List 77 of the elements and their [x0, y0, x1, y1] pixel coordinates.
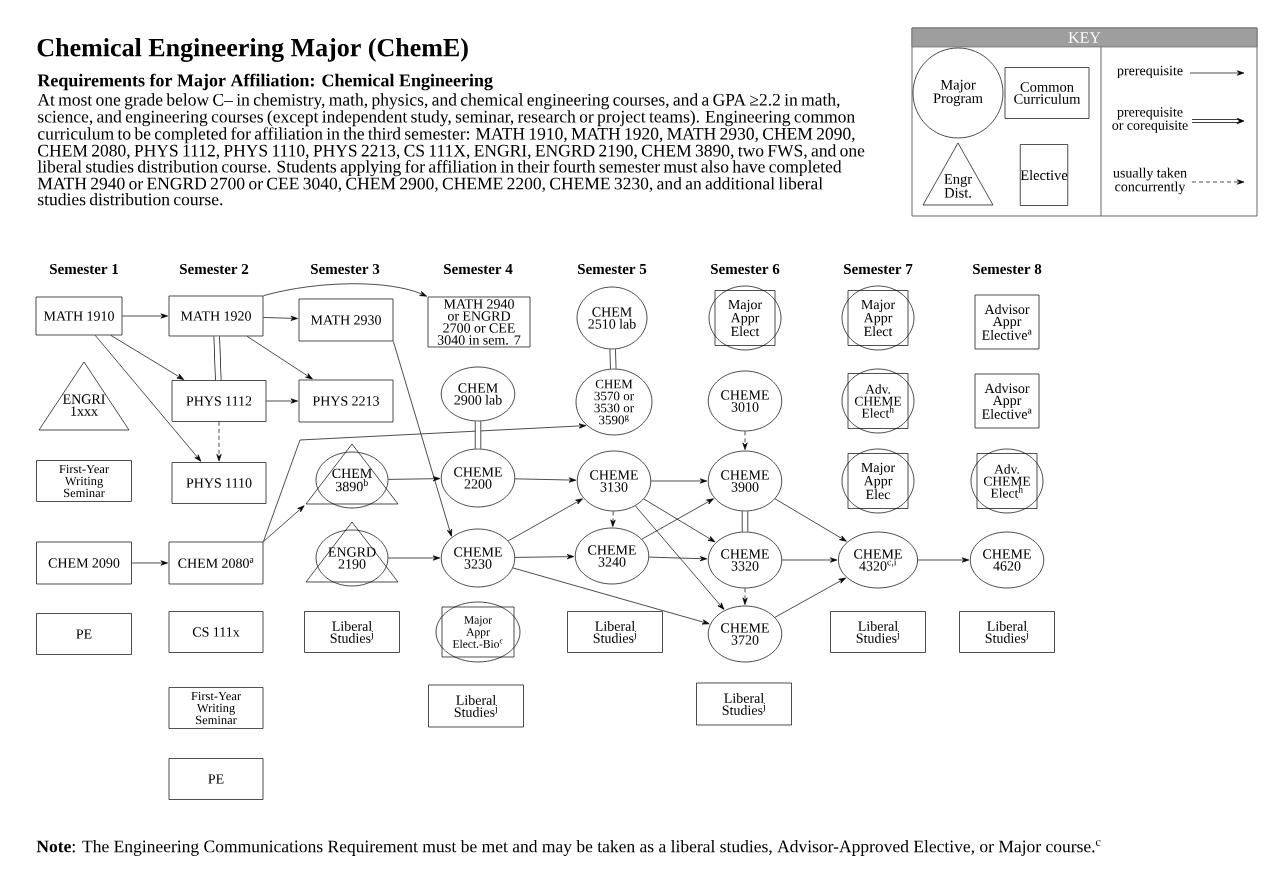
ellipse-in-box: Major Appr Elec — [841, 448, 915, 514]
arrow — [122, 313, 168, 319]
course-box: First-Year Writing Seminar — [36, 460, 132, 502]
arrow — [263, 315, 298, 321]
arrow — [741, 511, 749, 532]
course-box: Liberal Studies$^{j}$ — [830, 611, 926, 653]
legend-item: prerequisite or corequisite — [1112, 107, 1245, 133]
course-box: MATH 2930 — [298, 298, 394, 342]
title: Chemical Engineering Major (ChemE) — [37, 38, 468, 62]
ellipse-in-box: Major Appr Elect — [841, 285, 915, 351]
arrow — [917, 557, 970, 563]
arrow — [263, 505, 305, 542]
arrow — [94, 335, 202, 462]
course-box: Advisor Appr Elective$^{a}$ — [974, 373, 1040, 429]
arrow — [393, 341, 453, 537]
ellipse-in-box: Adv. CHEME Elect$^{h}$ — [841, 368, 915, 434]
course-box: PE — [168, 758, 264, 800]
key-header: KEY — [911, 27, 1258, 48]
arrow — [742, 588, 748, 605]
arrow — [266, 398, 298, 404]
ellipse-in-triangle: CHEM 3890$^{b}$ — [305, 443, 399, 509]
arrow — [512, 567, 710, 625]
semester-heading: Semester 1 — [50, 263, 118, 275]
arrow — [781, 557, 838, 563]
subtitle: Requirements for Major Affiliation: Chemical Engineering — [37, 73, 493, 91]
course-box: CHEM 2080$^{a}$ — [168, 541, 264, 585]
semester-heading: Semester 2 — [180, 263, 249, 275]
course-box: PHYS 2213 — [298, 379, 394, 423]
arrow — [110, 335, 185, 380]
course-box: MATH 1910 — [35, 296, 123, 336]
course-box: Advisor Appr Elective$^{a}$ — [974, 294, 1040, 350]
course-box: MATH 2940 or ENGRD 2700 or CEE 3040 in sem. 7 — [427, 296, 531, 348]
arrow — [650, 478, 708, 484]
arrow — [648, 556, 708, 562]
legend-box: Elective — [1019, 144, 1069, 206]
legend-triangle: Engr Dist. — [922, 142, 994, 206]
legend-item: usually taken concurrently — [1113, 167, 1245, 195]
arrow — [774, 577, 846, 618]
course-box: CHEM 2090 — [36, 541, 132, 585]
arrow — [216, 421, 222, 462]
semester-heading: Semester 4 — [444, 263, 513, 275]
ellipse-in-box: Adv. CHEME Elect$^{h}$ — [970, 448, 1044, 514]
course-box: Liberal Studies$^{j}$ — [567, 611, 663, 653]
semester-heading: Semester 3 — [311, 263, 380, 275]
arrow — [610, 511, 616, 527]
arrow — [263, 283, 427, 297]
arrow — [609, 349, 617, 369]
arrow — [634, 505, 725, 610]
ellipse-in-box: Major Appr Elect.-Bio$^{c}$ — [435, 601, 521, 663]
legend-box: Common Curriculum — [1004, 67, 1090, 119]
legend-item: prerequisite — [1117, 65, 1245, 79]
course-box: Liberal Studies$^{j}$ — [696, 682, 792, 726]
arrow — [742, 431, 748, 450]
course-box: Liberal Studies$^{j}$ — [959, 611, 1055, 653]
course-box: First-Year Writing Seminar — [168, 687, 264, 729]
arrow — [263, 423, 587, 542]
course-triangle: ENGRI 1xxx — [38, 361, 130, 431]
arrow — [514, 554, 575, 560]
semester-heading: Semester 8 — [973, 263, 1042, 275]
note: Note: The Engineering Communications Requirement must be met and may be taken as a liberal studies, Advisor-Approved Elective, or Major course.$^{c}$ — [36, 840, 1101, 856]
course-box: PE — [36, 613, 132, 655]
ellipse-in-box: Major Appr Elect — [708, 285, 782, 351]
arrow — [131, 560, 168, 566]
course-box: MATH 1920 — [168, 295, 264, 337]
arrow — [507, 498, 583, 542]
course-box: CS 111x — [168, 611, 264, 653]
arrow — [388, 476, 441, 482]
course-box: Liberal Studies$^{j}$ — [304, 611, 400, 653]
ellipse-in-triangle: ENGRD 2190 — [305, 521, 399, 587]
course-box: PHYS 1112 — [171, 380, 267, 422]
arrow — [514, 477, 577, 483]
arrow — [774, 498, 847, 542]
course-box: Liberal Studies$^{j}$ — [428, 684, 524, 728]
arrow — [388, 555, 441, 561]
paragraph: At most one grade below C– in chemistry, math, physics, and chemical engineering courses, and a GPA ≥2.2 in math, science, and engineering courses (except independent study, seminar, research or project teams). Engineering common curriculum to be completed for affiliation in the third semester: MATH 1910, MATH 1920, MATH 2930, CHEM 2090, CHEM 2080, PHYS 1112, PHYS 1110, PHYS 2213, CS 111X, ENGRI, ENGRD 2190, CHEM 3890, two FWS, and one liberal studies distribution course. Students applying for affiliation in their fourth semester must also have completed MATH 2940 or ENGRD 2700 or CEE 3040, CHEM 2900, CHEME 2200, CHEME 3230, and an additional liberal studies distribution course. — [37, 93, 865, 206]
arrow — [246, 336, 313, 380]
course-box: PHYS 1110 — [171, 462, 267, 504]
